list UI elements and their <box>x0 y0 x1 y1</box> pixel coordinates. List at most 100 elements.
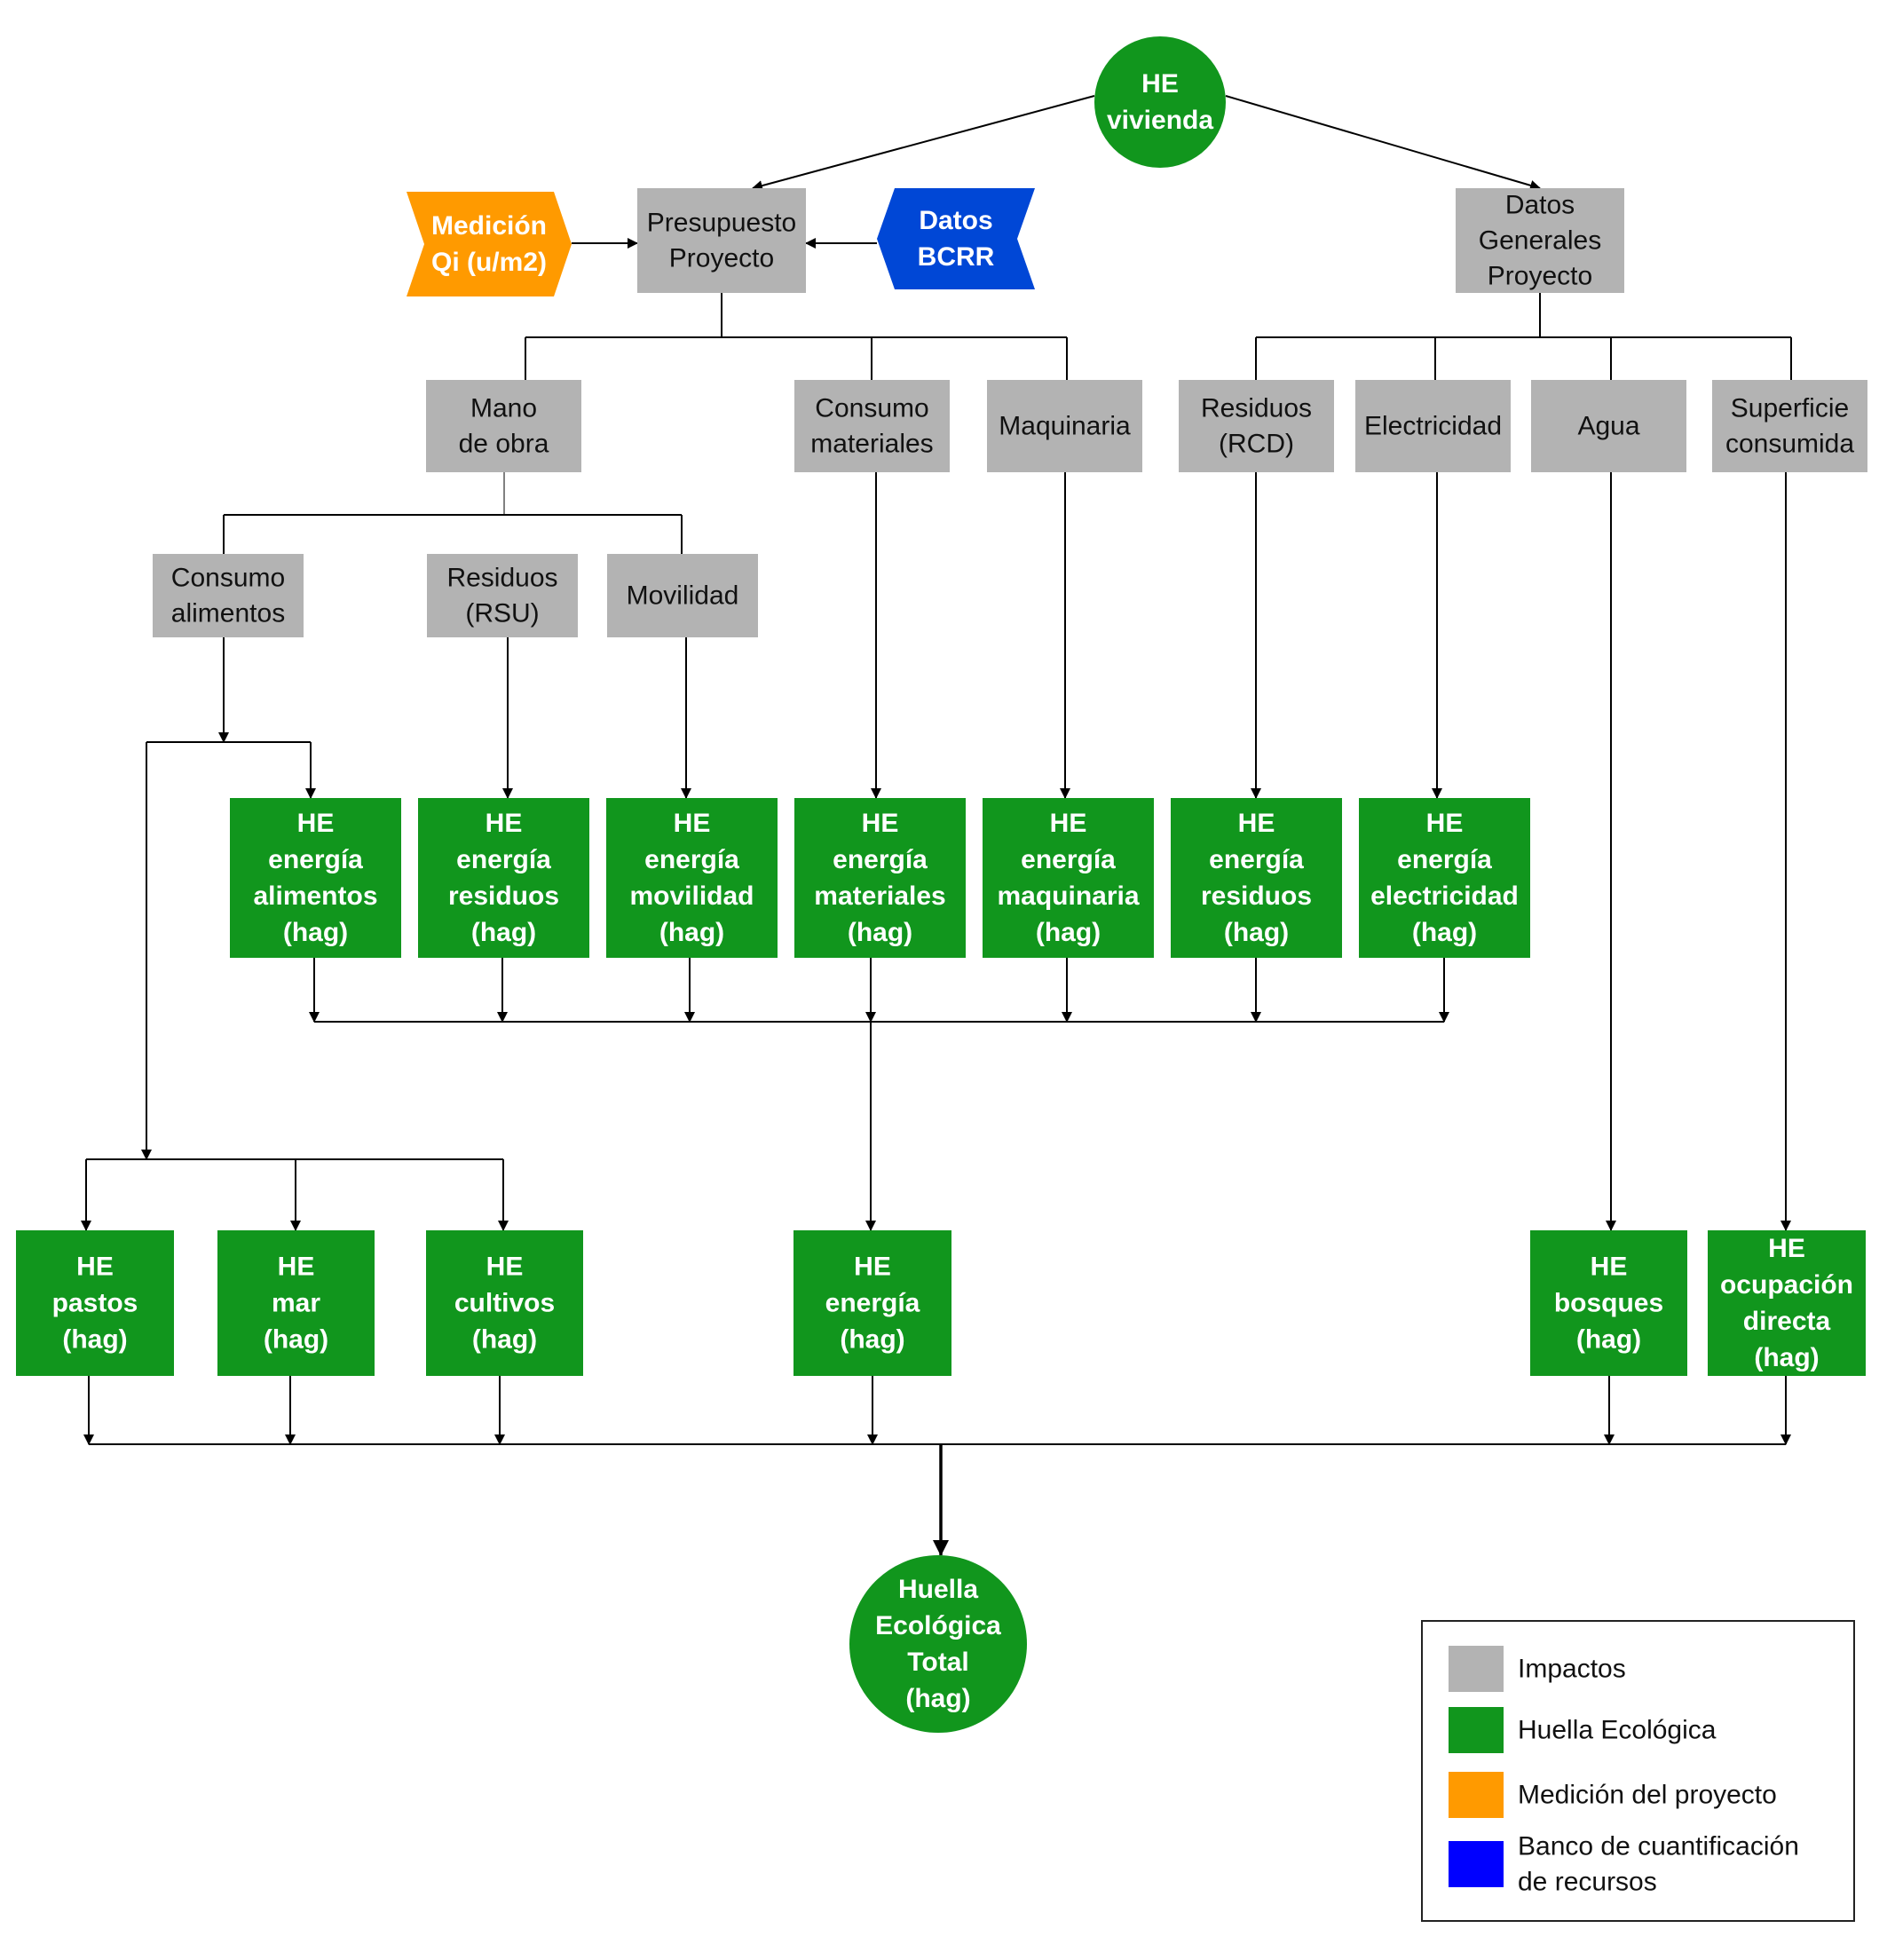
he-energia-maquinaria-label-2: energía <box>1021 845 1116 874</box>
he-bosques-label-2: bosques <box>1554 1289 1663 1318</box>
he-energia-maquinaria-label-4: (hag) <box>1036 918 1101 947</box>
legend-swatch-impact <box>1449 1646 1504 1692</box>
huella-total-label-2: Ecológica <box>875 1611 1001 1640</box>
legend-swatch-footprint <box>1449 1707 1504 1753</box>
he-ocupacion-label-1: HE <box>1768 1234 1805 1263</box>
legend-label-bank-1: Banco de cuantificación <box>1518 1832 1799 1861</box>
consumo-alimentos-label-2: alimentos <box>171 599 285 628</box>
he-energia-movilidad-label-4: (hag) <box>659 918 724 947</box>
he-bosques-label-3: (hag) <box>1576 1325 1641 1355</box>
he-energia-maquinaria-label-1: HE <box>1050 809 1087 838</box>
he-vivienda-label-1: HE <box>1141 69 1179 99</box>
he-ocupacion-label-2: ocupación <box>1720 1270 1853 1300</box>
he-energia-materiales-label-2: energía <box>833 845 928 874</box>
he-vivienda-node <box>1094 36 1226 168</box>
mano-obra-label-2: de obra <box>459 430 549 459</box>
he-energia-residuos-rcd-label-3: residuos <box>1201 881 1312 911</box>
he-bosques-node <box>1530 1230 1687 1376</box>
he-cultivos-label-1: HE <box>486 1253 524 1282</box>
presupuesto-label-1: Presupuesto <box>647 209 796 238</box>
he-energia-movilidad-label-1: HE <box>674 809 711 838</box>
medicion-label-1: Medición <box>431 211 547 241</box>
he-energia-alimentos-node <box>230 798 401 958</box>
he-cultivos-label-3: (hag) <box>472 1325 537 1355</box>
maquinaria-node <box>987 380 1142 472</box>
he-energia-materiales-label-3: materiales <box>814 881 945 911</box>
consumo-alimentos-label-1: Consumo <box>171 564 285 593</box>
maquinaria-label-1: Maquinaria <box>999 412 1131 441</box>
he-energia-label-2: energía <box>825 1289 920 1318</box>
he-energia-maquinaria-label-3: maquinaria <box>997 881 1139 911</box>
he-pastos-label-2: pastos <box>52 1289 138 1318</box>
legend-label-measurement: Medición del proyecto <box>1518 1781 1777 1810</box>
he-energia-alimentos-label-1: HE <box>297 809 335 838</box>
he-energia-residuos-rsu-label-2: energía <box>456 845 551 874</box>
residuos-rsu-label-2: (RSU) <box>465 599 539 628</box>
he-energia-alimentos-label-2: energía <box>268 845 363 874</box>
medicion-label-2: Qi (u/m2) <box>431 248 547 277</box>
mano-obra-node <box>426 380 581 472</box>
he-energia-maquinaria-node <box>983 798 1154 958</box>
he-energia-electricidad-label-3: electricidad <box>1370 881 1519 911</box>
he-ocupacion-node <box>1708 1230 1866 1376</box>
consumo-materiales-label-2: materiales <box>810 430 933 459</box>
he-cultivos-label-2: cultivos <box>454 1289 555 1318</box>
he-energia-label-1: HE <box>854 1253 891 1282</box>
he-bosques-label-1: HE <box>1591 1253 1628 1282</box>
residuos-rcd-node <box>1179 380 1334 472</box>
he-energia-alimentos-label-3: alimentos <box>253 881 377 911</box>
he-energia-node <box>793 1230 951 1376</box>
he-energia-movilidad-label-3: movilidad <box>629 881 754 911</box>
datos-generales-label-1: Datos <box>1505 191 1575 220</box>
connector-lines <box>81 95 1792 1556</box>
he-energia-residuos-rsu-label-3: residuos <box>448 881 559 911</box>
he-energia-residuos-rcd-label-1: HE <box>1238 809 1275 838</box>
he-energia-electricidad-label-4: (hag) <box>1412 918 1477 947</box>
huella-total-label-3: Total <box>907 1648 968 1677</box>
he-pastos-label-1: HE <box>76 1253 114 1282</box>
he-energia-electricidad-label-1: HE <box>1426 809 1464 838</box>
residuos-rsu-label-1: Residuos <box>446 564 557 593</box>
consumo-materiales-node <box>794 380 950 472</box>
he-ocupacion-label-3: directa <box>1743 1307 1831 1336</box>
movilidad-node <box>607 554 758 637</box>
legend-label-footprint: Huella Ecológica <box>1518 1716 1717 1745</box>
agua-label-1: Agua <box>1577 412 1639 441</box>
he-cultivos-node <box>426 1230 583 1376</box>
residuos-rcd-label-2: (RCD) <box>1219 430 1294 459</box>
he-energia-electricidad-label-2: energía <box>1397 845 1492 874</box>
legend-label-impact: Impactos <box>1518 1655 1626 1684</box>
he-energia-materiales-label-4: (hag) <box>848 918 912 947</box>
huella-total-label-1: Huella <box>898 1575 978 1604</box>
agua-node <box>1531 380 1686 472</box>
datos-bcrr-label-2: BCRR <box>918 242 995 272</box>
he-energia-electricidad-node <box>1359 798 1530 958</box>
datos-generales-label-2: Generales <box>1479 226 1601 256</box>
he-energia-materiales-node <box>794 798 966 958</box>
he-energia-residuos-rcd-label-4: (hag) <box>1224 918 1289 947</box>
he-energia-label-3: (hag) <box>840 1325 904 1355</box>
movilidad-label-1: Movilidad <box>627 581 739 611</box>
he-mar-label-1: HE <box>278 1253 315 1282</box>
residuos-rcd-label-1: Residuos <box>1201 394 1312 423</box>
superficie-label-2: consumida <box>1725 430 1854 459</box>
he-energia-movilidad-node <box>606 798 778 958</box>
electricidad-node <box>1355 380 1511 472</box>
superficie-label-1: Superficie <box>1731 394 1849 423</box>
he-energia-alimentos-label-4: (hag) <box>283 918 348 947</box>
datos-bcrr-label-1: Datos <box>919 206 992 235</box>
legend-label-bank-2: de recursos <box>1518 1868 1657 1897</box>
he-energia-residuos-rsu-label-1: HE <box>486 809 523 838</box>
datos-generales-label-3: Proyecto <box>1488 262 1592 291</box>
he-energia-residuos-rcd-label-2: energía <box>1209 845 1304 874</box>
huella-total-label-4: (hag) <box>905 1684 970 1713</box>
he-mar-label-2: mar <box>272 1289 320 1318</box>
he-energia-residuos-rsu-label-4: (hag) <box>471 918 536 947</box>
he-vivienda-label-2: vivienda <box>1107 106 1213 135</box>
superficie-node <box>1712 380 1867 472</box>
he-energia-movilidad-label-2: energía <box>644 845 739 874</box>
